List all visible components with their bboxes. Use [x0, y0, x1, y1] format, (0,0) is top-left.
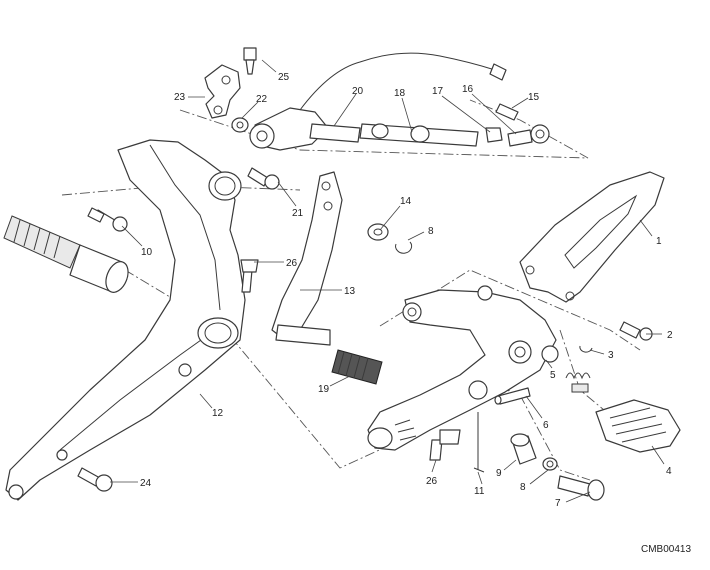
callout-6: 6	[543, 420, 549, 431]
callout-9: 9	[496, 468, 502, 479]
callout-19: 19	[318, 384, 330, 395]
screw-24	[77, 467, 113, 492]
circlip-8-upper	[395, 241, 413, 254]
callout-15: 15	[528, 92, 540, 103]
callout-22: 22	[256, 94, 268, 105]
footpeg-4	[595, 399, 681, 453]
callout-24: 24	[140, 478, 152, 489]
screw-2	[619, 321, 653, 341]
callout-25: 25	[278, 72, 290, 83]
callout-26-upper: 26	[286, 258, 298, 269]
footpeg-bracket-right	[367, 285, 559, 451]
bush-9	[510, 433, 537, 465]
callout-11: 11	[474, 486, 485, 497]
callout-3: 3	[608, 350, 614, 361]
callout-26-lower: 26	[426, 476, 438, 487]
callout-14: 14	[400, 196, 412, 207]
callout-17: 17	[432, 86, 444, 97]
callout-4: 4	[666, 466, 672, 477]
heel-guard	[519, 171, 665, 303]
pin-6	[494, 387, 531, 405]
screw-26-upper	[240, 259, 259, 293]
callout-8-lower: 8	[520, 482, 526, 493]
gear-lever	[271, 171, 383, 385]
callout-1: 1	[656, 236, 662, 247]
screw-26-lower	[429, 429, 461, 461]
washer-14	[367, 223, 389, 241]
callout-5: 5	[550, 370, 556, 381]
drawing-code: CMB00413	[641, 544, 691, 555]
callout-23: 23	[174, 92, 186, 103]
washer-8-lower	[542, 457, 558, 471]
callout-2: 2	[667, 330, 673, 341]
leader-lines	[110, 59, 665, 503]
callout-12: 12	[212, 408, 224, 419]
callout-20: 20	[352, 86, 364, 97]
footpeg-bracket-left	[5, 139, 246, 501]
spring-11	[473, 412, 485, 473]
shift-linkage	[204, 47, 550, 151]
shift-shaft	[3, 215, 129, 293]
screw-21	[247, 167, 280, 190]
callout-labels: 1 2 3 4 5 6 7 8 8 9 10 11 12 13 14 15 16…	[140, 72, 673, 509]
callout-18: 18	[394, 88, 406, 99]
callout-10: 10	[141, 247, 153, 258]
screw-10	[87, 207, 128, 232]
pin-7	[557, 475, 605, 501]
callout-16: 16	[462, 84, 474, 95]
callout-7: 7	[555, 498, 561, 509]
callout-8-upper: 8	[428, 226, 434, 237]
callout-21: 21	[292, 208, 304, 219]
spring-5	[565, 372, 591, 393]
clip-3	[579, 345, 593, 353]
callout-13: 13	[344, 286, 356, 297]
